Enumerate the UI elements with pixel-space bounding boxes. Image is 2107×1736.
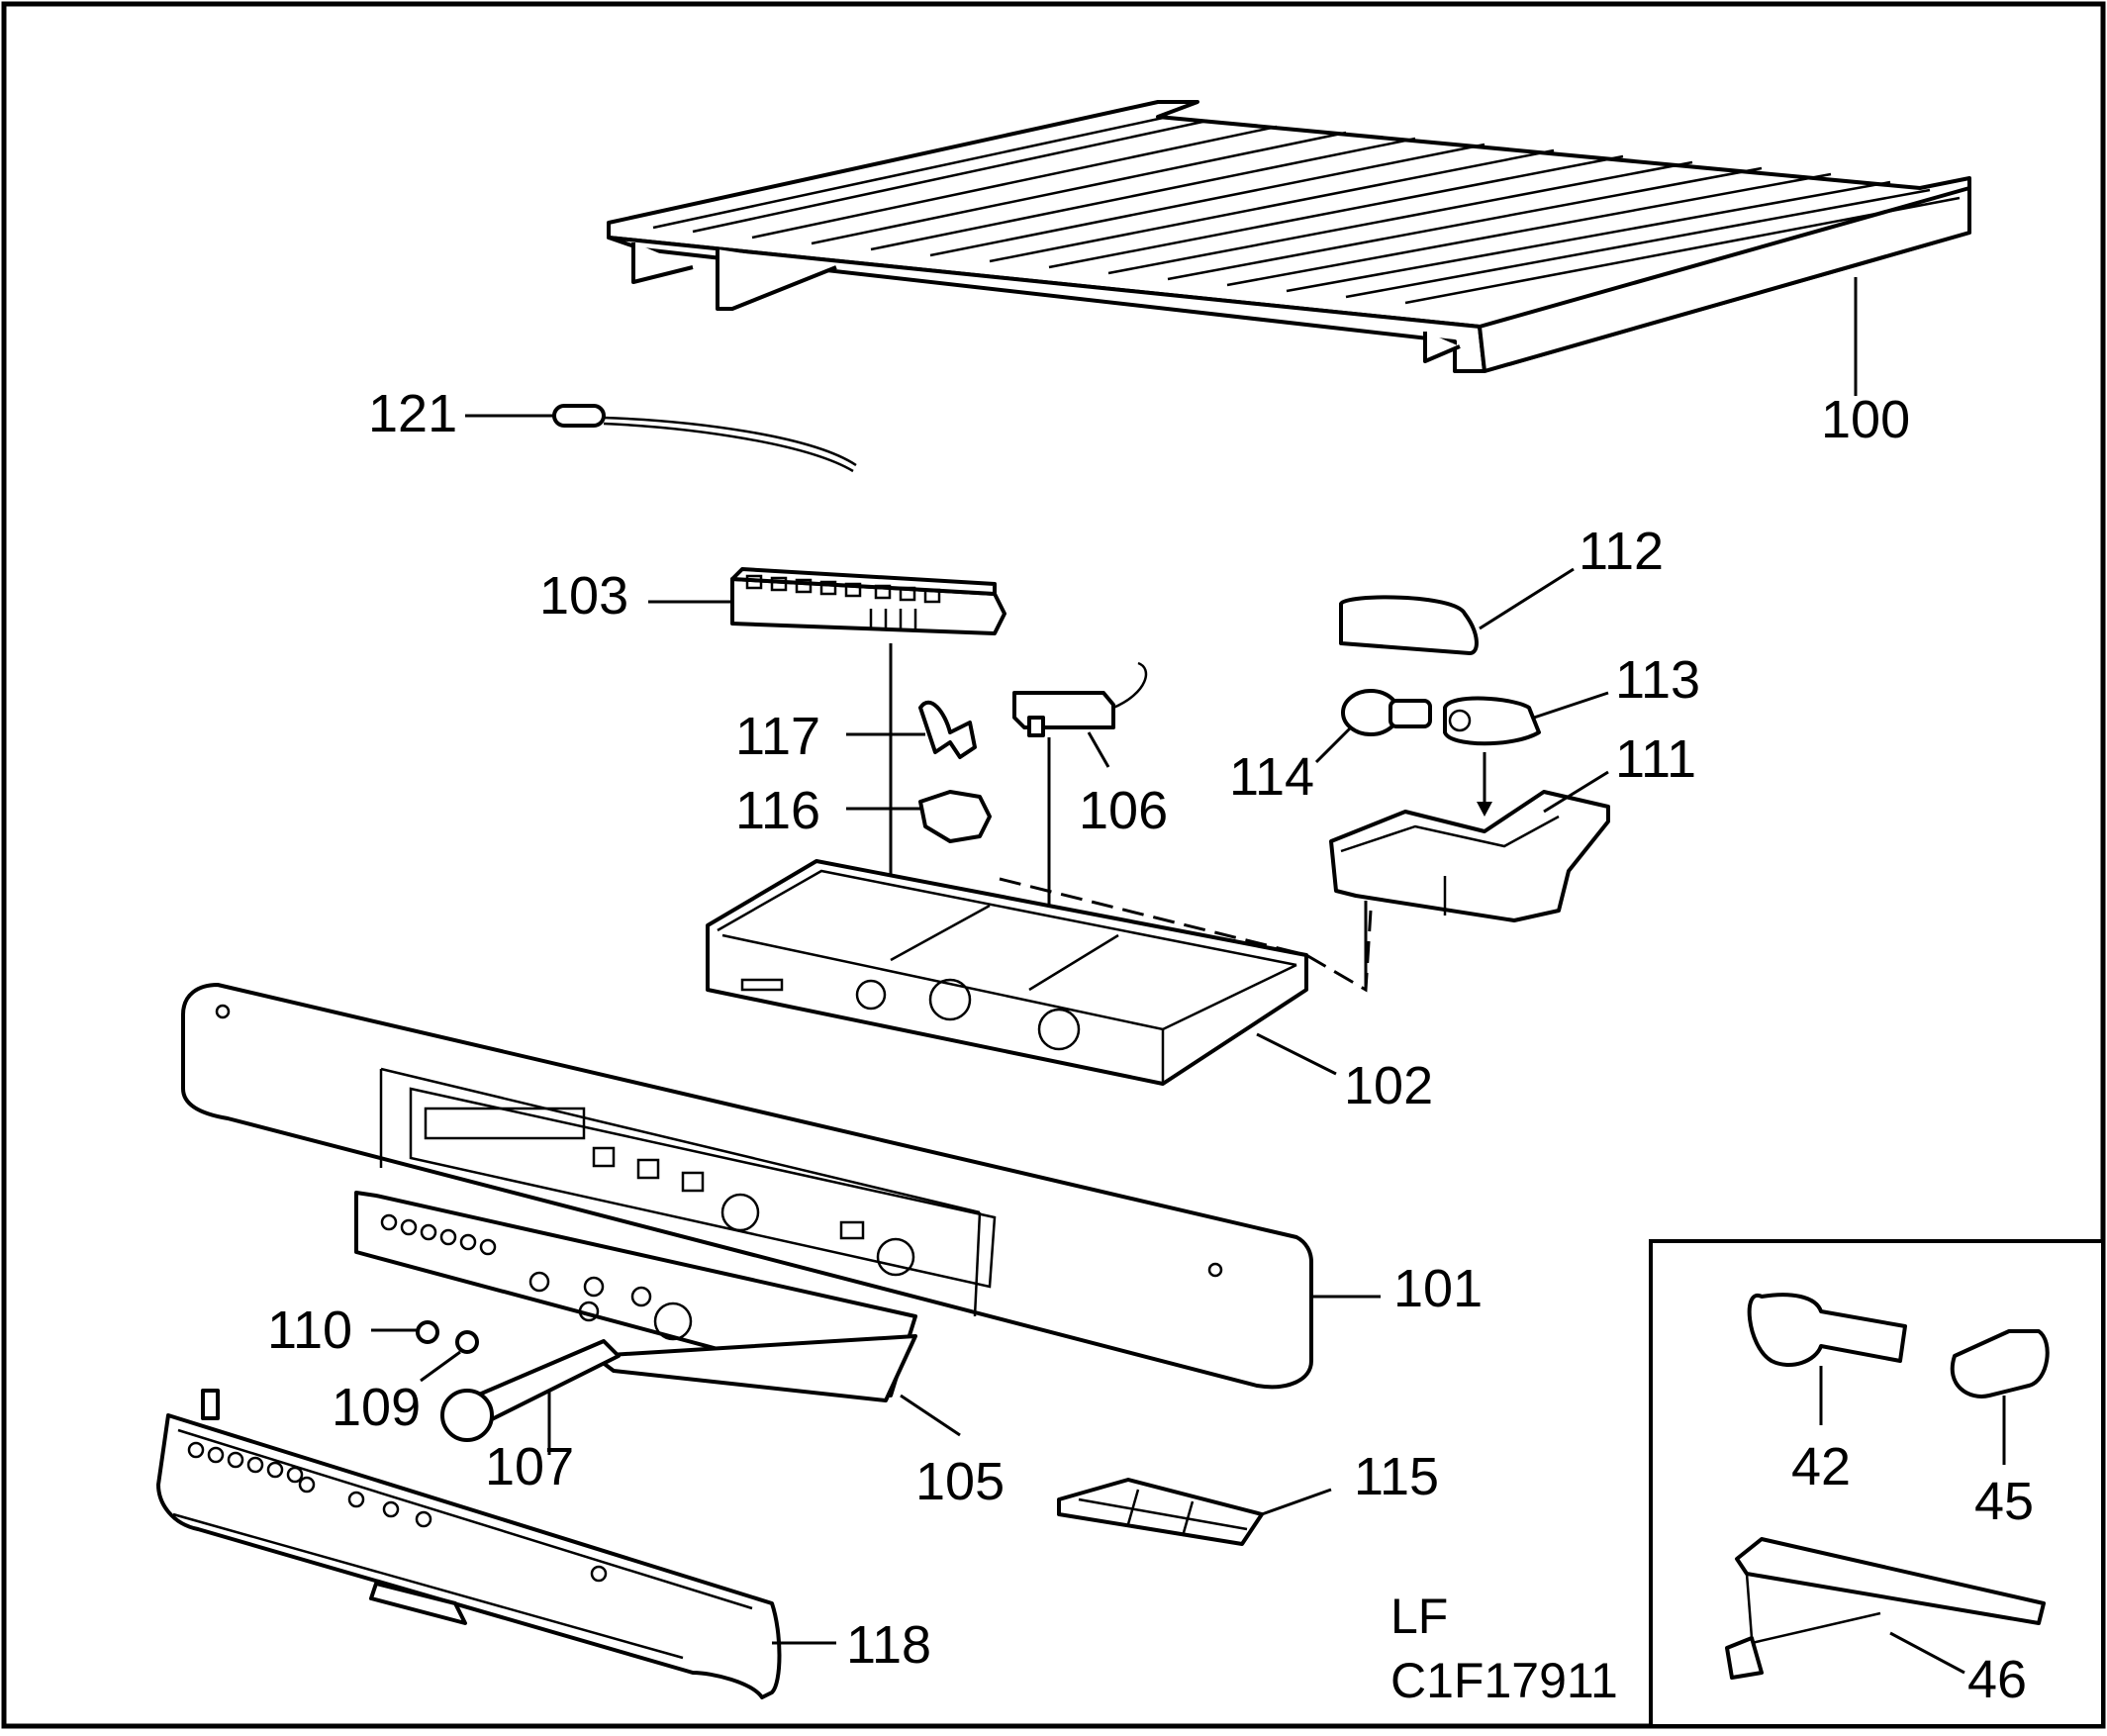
callout-121: 121 xyxy=(368,384,457,443)
callout-117: 117 xyxy=(735,707,820,766)
callout-118: 118 xyxy=(846,1615,931,1675)
part-114-bulb xyxy=(1314,689,1432,764)
callout-106: 106 xyxy=(1079,781,1168,840)
part-109-knob xyxy=(420,1330,479,1383)
callout-100: 100 xyxy=(1821,390,1910,449)
part-101-front-panel xyxy=(181,983,1381,1390)
part-115-grille xyxy=(1057,1478,1332,1546)
part-112-lamp-cover xyxy=(1339,567,1575,655)
part-105-overlay xyxy=(354,1191,961,1437)
callout-109: 109 xyxy=(332,1378,421,1437)
callout-114: 114 xyxy=(1229,747,1314,807)
part-111-lamp-housing xyxy=(1329,770,1610,990)
callout-113: 113 xyxy=(1615,650,1700,710)
callout-46: 46 xyxy=(1967,1650,2027,1709)
part-106-switch xyxy=(1012,661,1148,935)
callout-107: 107 xyxy=(485,1437,574,1496)
callout-45: 45 xyxy=(1974,1472,2034,1531)
callout-101: 101 xyxy=(1393,1259,1483,1318)
part-103-terminal-block xyxy=(648,567,1006,945)
part-121-sensor xyxy=(465,404,857,473)
callout-110: 110 xyxy=(267,1301,352,1360)
drawing-code: C1F17911 xyxy=(1390,1653,1618,1708)
part-46-bracket xyxy=(1725,1537,2046,1680)
part-117-clip xyxy=(846,700,977,759)
model-code: LF xyxy=(1390,1589,1448,1644)
callout-105: 105 xyxy=(915,1452,1005,1511)
callout-116: 116 xyxy=(735,781,820,840)
part-42-knob xyxy=(1747,1293,1907,1425)
part-100-shelf xyxy=(607,100,1971,396)
callout-42: 42 xyxy=(1791,1437,1851,1496)
part-113-lamp-holder xyxy=(1443,691,1609,817)
part-45-cap xyxy=(1950,1329,2050,1465)
part-116-bracket xyxy=(846,790,992,843)
part-118-bottom-cover xyxy=(156,1389,836,1699)
callout-115: 115 xyxy=(1354,1447,1439,1506)
part-110-knob xyxy=(371,1320,439,1344)
part-102-housing xyxy=(706,859,1373,1086)
callout-112: 112 xyxy=(1579,522,1664,581)
callout-103: 103 xyxy=(539,566,628,626)
callout-111: 111 xyxy=(1615,729,1696,789)
callout-102: 102 xyxy=(1344,1056,1433,1115)
inset-frame xyxy=(1649,1239,2105,1728)
part-107-shaft xyxy=(440,1339,621,1455)
